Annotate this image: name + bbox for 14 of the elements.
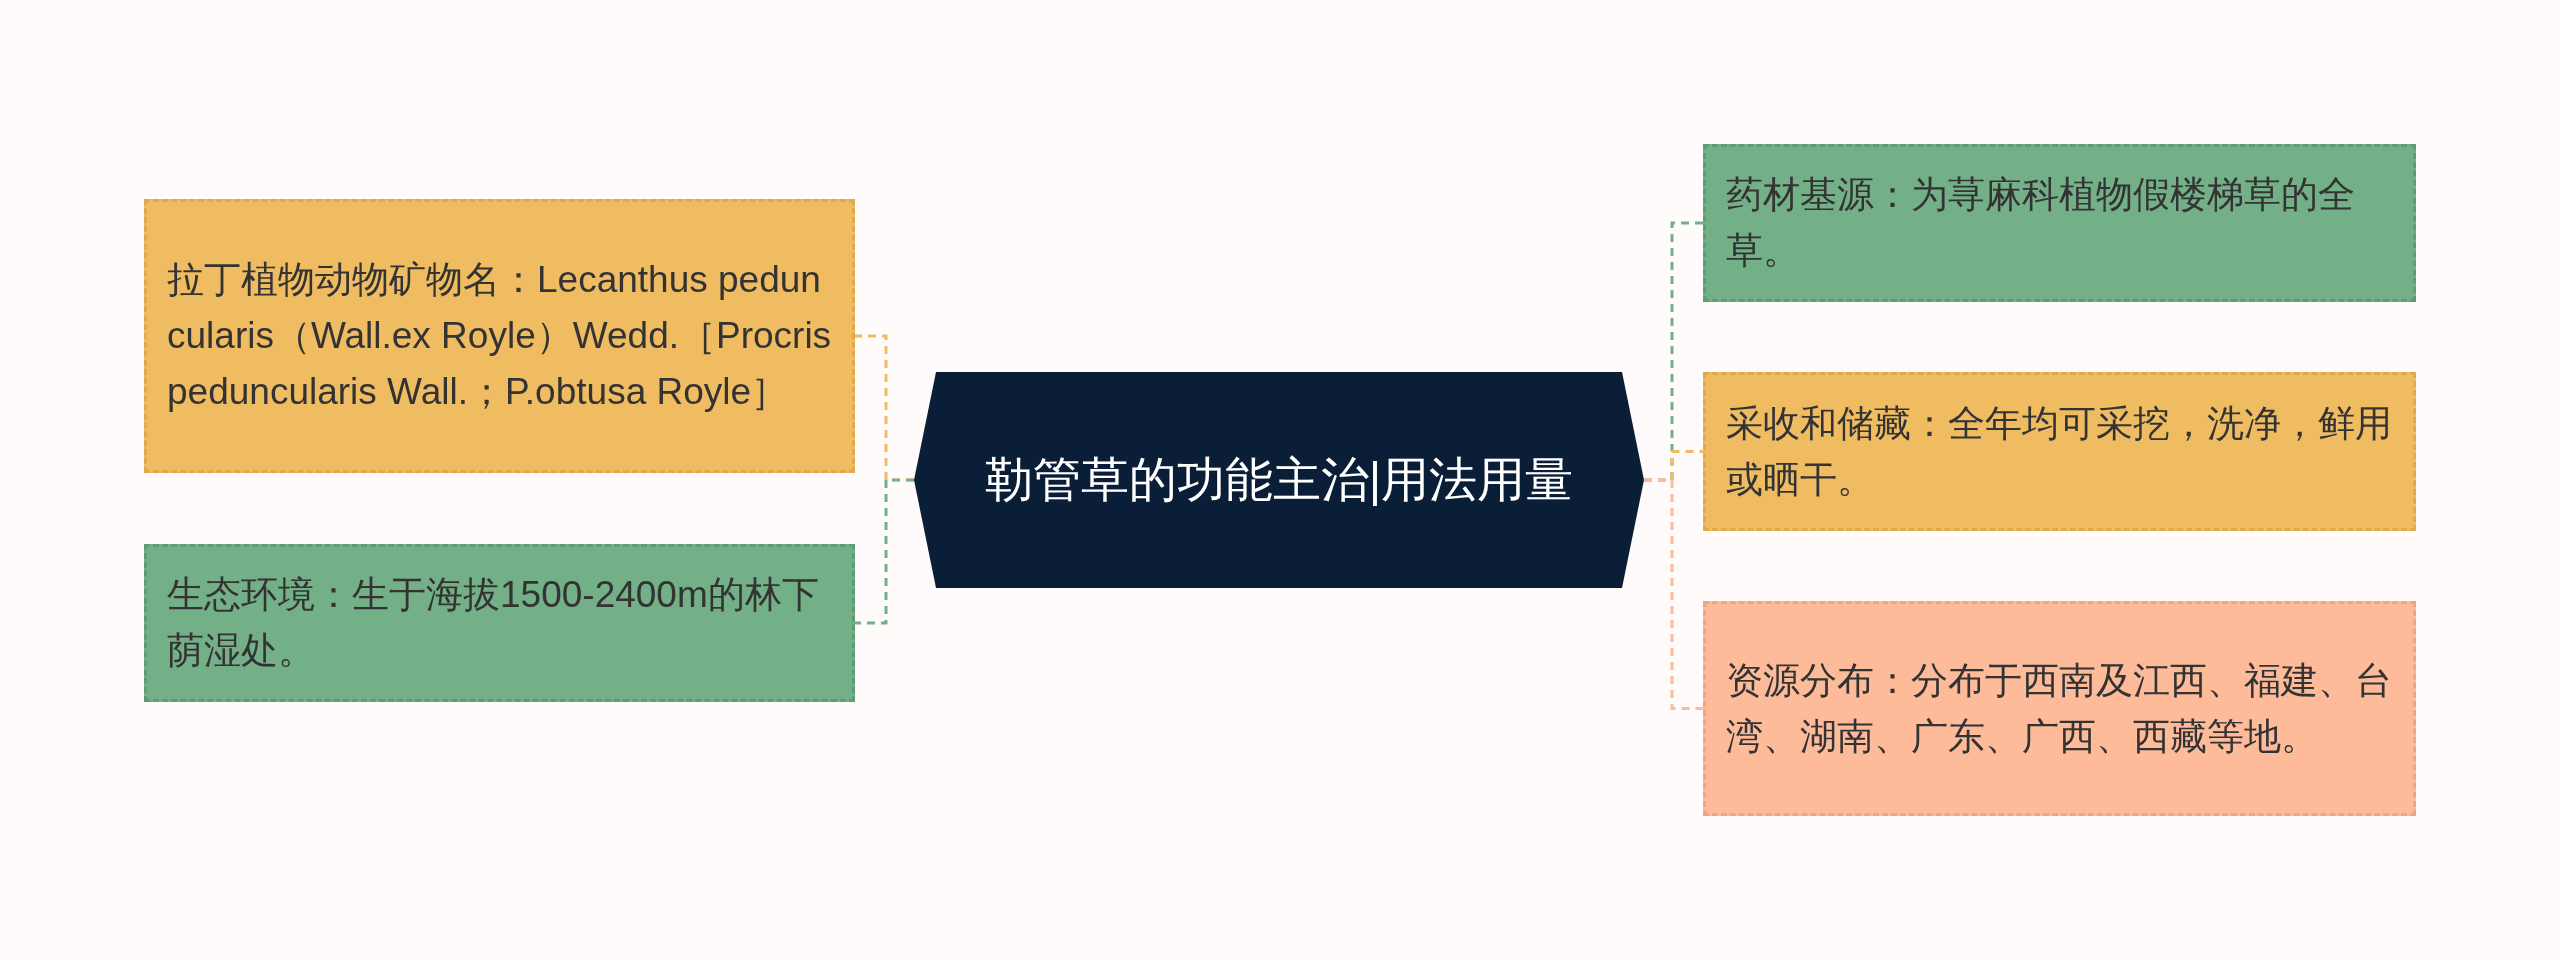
topic-text: 勒管草的功能主治|用法用量 (983, 452, 1575, 508)
connector-line (1644, 478, 1703, 710)
subtopic-text: 采收和储藏：全年均可采挖，洗净，鲜用或晒干。 (1726, 401, 2393, 502)
connector-line (855, 478, 914, 625)
subtopic-box (1703, 372, 2416, 531)
subtopic-text: 资源分布：分布于西南及江西、福建、台湾、湖南、广东、广西、西藏等地。 (1726, 658, 2393, 759)
subtopic-box (1703, 144, 2416, 302)
central-topic (914, 372, 1644, 588)
subtopic-box (144, 544, 855, 702)
subtopic-text: 药材基源：为荨麻科植物假楼梯草的全草。 (1726, 173, 2356, 273)
subtopic-text: 生态环境：生于海拔1500-2400m的林下荫湿处。 (167, 573, 820, 673)
subtopic-box (1703, 601, 2416, 816)
subtopic-box (144, 199, 855, 473)
subtopic-text: 拉丁植物动物矿物名：Lecanthus peduncularis（Wall.ex Royle）Wedd.［Procris peduncularis Wall.；P.obtusa Royle］ (167, 258, 832, 414)
